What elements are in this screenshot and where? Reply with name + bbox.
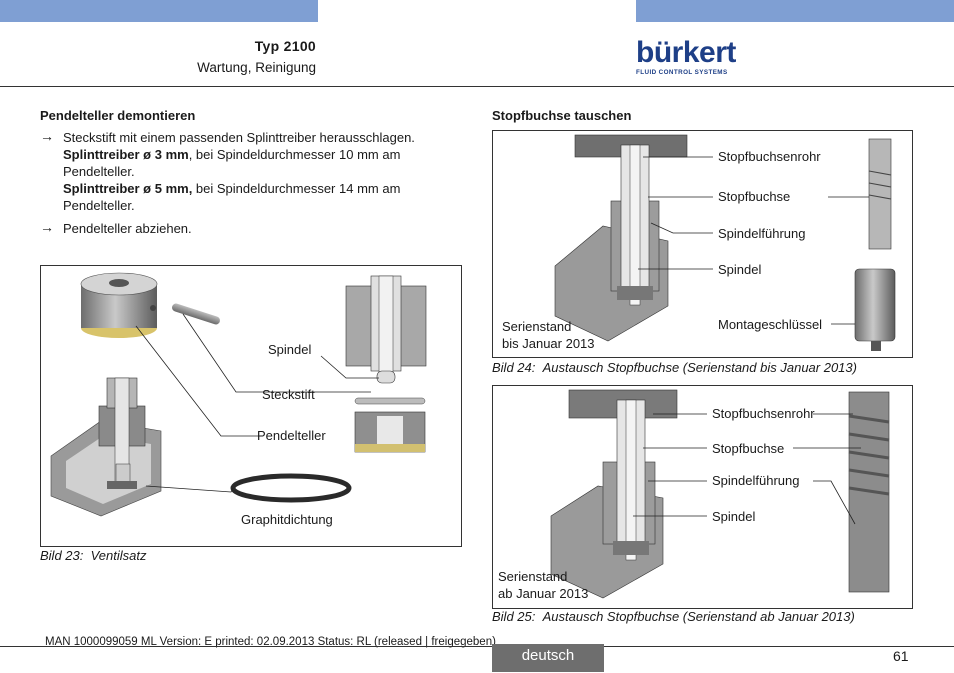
figure-24-drawing: [554, 134, 896, 351]
fig25-label-rohr: Stopfbuchsenrohr: [712, 406, 815, 421]
label-pendelteller: Pendelteller: [257, 428, 326, 443]
fig24-label-schluessel: Montageschlüssel: [718, 317, 823, 332]
fig25-packing-part: [848, 391, 890, 593]
fig25-label-serie-2: ab Januar 2013: [498, 586, 589, 601]
steckstift-part: [172, 303, 220, 325]
fig24-label-fuehrung: Spindelführung: [718, 226, 806, 241]
header-rule: [0, 86, 954, 87]
spindel-part: [345, 275, 427, 384]
figure-24-caption-text: Austausch Stopfbuchse (Serienstand bis J…: [542, 360, 857, 375]
fig25-label-buchse: Stopfbuchse: [712, 441, 785, 456]
fig24-label-serie-2: bis Januar 2013: [502, 336, 595, 351]
fig25-label-fuehrung: Spindelführung: [712, 473, 800, 488]
figure-23-caption-text: Ventilsatz: [90, 548, 147, 563]
steckstift-detail: [354, 397, 426, 405]
label-steckstift: Steckstift: [262, 387, 315, 402]
section-heading-pendelteller: Pendelteller demontieren: [40, 108, 196, 123]
doc-section-subtitle: Wartung, Reinigung: [197, 60, 316, 75]
page-number: 61: [893, 648, 909, 664]
step-arrow-2: →: [40, 219, 54, 235]
figure-25-leaders: [633, 413, 861, 525]
tool-5mm-note-2: Pendelteller.: [63, 198, 135, 213]
fig24-label-rohr: Stopfbuchsenrohr: [718, 149, 821, 164]
burkert-logo: bürkert FLUID CONTROL SYSTEMS: [636, 36, 736, 78]
figure-23-caption-num: Bild 23:: [40, 548, 84, 563]
step-1: Steckstift mit einem passenden Splinttre…: [63, 129, 463, 214]
section-heading-stopfbuchse: Stopfbuchse tauschen: [492, 108, 632, 123]
figure-25-caption: Bild 25: Austausch Stopfbuchse (Serienst…: [492, 609, 855, 624]
fig24-key-part: [854, 268, 896, 351]
figure-24-leaders: [638, 156, 869, 325]
tool-3mm-note: , bei Spindeldurchmesser 10 mm am: [188, 147, 401, 162]
tool-3mm: Splinttreiber ø 3 mm: [63, 147, 189, 162]
fig25-label-serie-1: Serienstand: [498, 569, 568, 584]
figure-24-caption: Bild 24: Austausch Stopfbuchse (Serienst…: [492, 360, 857, 375]
figure-24-caption-num: Bild 24:: [492, 360, 536, 375]
tool-5mm-note: bei Spindeldurchmesser 14 mm am: [192, 181, 401, 196]
tool-5mm: Splinttreiber ø 5 mm,: [63, 181, 193, 196]
figure-25-drawing: [550, 389, 890, 599]
doc-type-title: Typ 2100: [254, 38, 316, 54]
language-badge: deutsch: [492, 644, 604, 672]
figure-25-caption-text: Austausch Stopfbuchse (Serienstand ab Ja…: [542, 609, 855, 624]
fig24-valve-section: [554, 134, 688, 342]
fig24-label-spindel: Spindel: [718, 262, 762, 277]
footer-print-meta: MAN 1000099059 ML Version: E printed: 02…: [45, 636, 496, 648]
header-bar-right: [636, 0, 954, 22]
pendelteller-section: [354, 411, 426, 453]
step-1-text: Steckstift mit einem passenden Splinttre…: [63, 130, 415, 145]
fig24-label-serie-1: Serienstand: [502, 319, 572, 334]
figure-25-caption-num: Bild 25:: [492, 609, 536, 624]
fig25-label-spindel: Spindel: [712, 509, 756, 524]
figure-25-ab-2013: Stopfbuchsenrohr Stopfbuchse Spindelführ…: [492, 385, 913, 609]
pendelteller-part: [80, 272, 158, 338]
step-1-bullet-a: Splinttreiber ø 3 mm, bei Spindeldurchme…: [63, 146, 463, 163]
figure-24-bis-2013: Stopfbuchsenrohr Stopfbuchse Spindelführ…: [492, 130, 913, 358]
figure-23-caption: Bild 23: Ventilsatz: [40, 548, 147, 563]
figure-23-drawing: [50, 272, 427, 517]
figure-23-ventilsatz: Spindel Steckstift Pendelteller Graphitd…: [40, 265, 462, 547]
header-bar-left: [0, 0, 318, 22]
fig25-valve-section: [550, 389, 678, 599]
logo-tagline: FLUID CONTROL SYSTEMS: [636, 69, 728, 76]
label-spindel: Spindel: [268, 342, 312, 357]
graphitdichtung-part: [230, 473, 352, 503]
ventil-body-part: [50, 377, 162, 517]
fig24-label-buchse: Stopfbuchse: [718, 189, 791, 204]
logo-wordmark: bürkert: [636, 36, 736, 69]
label-graphitdichtung: Graphitdichtung: [241, 512, 333, 527]
footer-rule: [0, 646, 954, 647]
step-arrow-1: →: [40, 128, 54, 144]
tool-3mm-note-2: Pendelteller.: [63, 164, 135, 179]
figure-23-leaders: [135, 313, 379, 493]
step-2-text: Pendelteller abziehen.: [63, 221, 192, 236]
fig24-packing-part: [868, 138, 892, 250]
step-1-bullet-b: Splinttreiber ø 5 mm, bei Spindeldurchme…: [63, 180, 463, 197]
